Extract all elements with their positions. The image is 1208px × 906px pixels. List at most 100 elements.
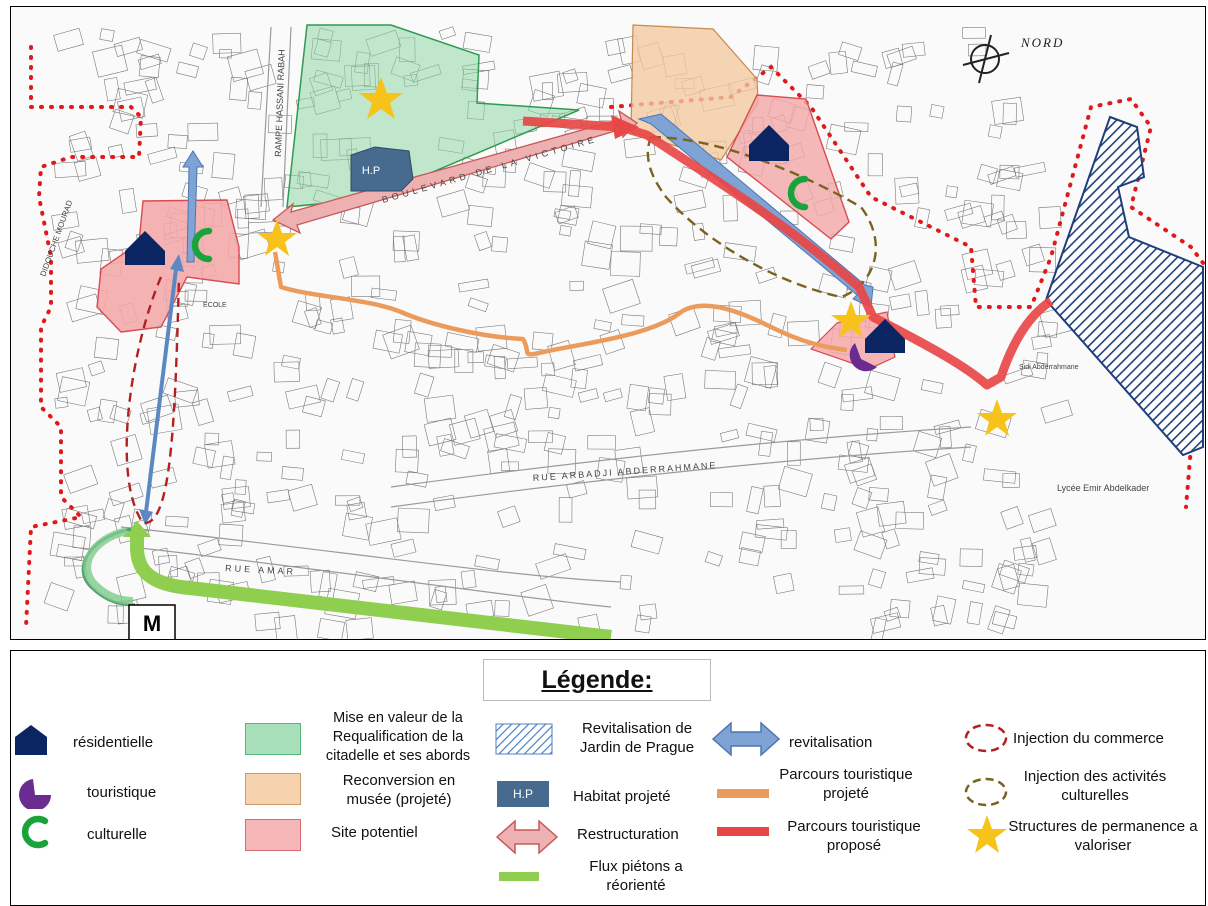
parcel-outline: [49, 531, 86, 561]
parcel-outline: [281, 466, 304, 481]
parcel-outline: [243, 193, 270, 215]
parcel-outline: [787, 441, 801, 466]
parcel-outline: [392, 230, 420, 252]
metro-station-box: [128, 604, 176, 639]
road-outlines: [120, 26, 972, 608]
parcel-outline: [700, 337, 721, 361]
parcel-outline: [940, 304, 960, 316]
parcel-outline: [1031, 537, 1057, 566]
parcel-outline: [362, 576, 395, 589]
parcel-outline: [423, 394, 457, 423]
parcel-outline: [113, 36, 143, 57]
parcel-outline: [201, 332, 215, 349]
parcel-outline: [841, 386, 874, 403]
parcel-outline: [493, 433, 528, 453]
parcel-outline: [837, 454, 870, 473]
parcel-outline: [711, 328, 738, 347]
parcel-outline: [528, 430, 553, 443]
parcel-outline: [51, 211, 80, 231]
parcel-outline: [187, 122, 219, 142]
parcel-outline: [570, 368, 588, 390]
parcel-outline: [68, 136, 93, 153]
parcel-outline: [543, 432, 566, 455]
parcel-outline: [256, 555, 276, 584]
museum-legend-swatch: [245, 773, 301, 805]
residential-house-icon: [865, 319, 905, 353]
parcel-outline: [610, 251, 641, 277]
parcel-outline: [777, 466, 813, 498]
parcel-outline: [559, 225, 572, 237]
parcel-outline: [427, 348, 460, 369]
parcel-outline: [73, 156, 102, 182]
parcel-outline: [1020, 537, 1036, 563]
parcel-outline: [176, 61, 199, 79]
jardin-legend-swatch: [495, 723, 553, 755]
permanence-structure-legend-icon: [967, 815, 1007, 853]
parcel-outline: [211, 152, 236, 180]
permanence-structure-star-icon: [359, 77, 403, 119]
parcel-outline: [804, 417, 831, 444]
parcel-outline: [867, 153, 883, 177]
parcel-outline: [57, 236, 85, 259]
parcel-outline: [961, 580, 986, 594]
parcel-outline: [283, 565, 309, 577]
parcel-outline: [883, 606, 901, 622]
parcel-outline: [607, 64, 634, 84]
parcel-outline: [291, 300, 322, 330]
parcel-outline: [189, 42, 208, 61]
parcel-outline: [341, 449, 366, 464]
culture-injection-outline: [646, 135, 878, 299]
parcel-outline: [1005, 220, 1027, 240]
parcel-outline: [663, 373, 687, 402]
parcel-outline: [987, 605, 1011, 635]
didouche-street-label: DIDOUCHE MOURAD: [38, 199, 74, 278]
parcel-outline: [838, 585, 865, 595]
parcel-outline: [899, 182, 920, 198]
parcel-outline: [895, 105, 913, 123]
parcel-outline: [346, 378, 365, 402]
commerce-legend-label: Injection du commerce: [1013, 730, 1164, 747]
parcel-outline: [287, 483, 318, 512]
parcel-outline: [763, 365, 778, 389]
parcel-outline: [901, 41, 926, 58]
parcel-outline: [256, 451, 273, 462]
museum-legend-label: Reconversion en musée (projeté): [342, 772, 456, 808]
parcel-outline: [729, 383, 749, 409]
parcel-outline: [497, 505, 521, 528]
parcel-outline: [997, 563, 1021, 591]
parcel-outline: [710, 492, 733, 508]
parcel-outline: [463, 408, 495, 439]
parcel-outline: [1040, 399, 1073, 424]
parcel-outline: [853, 530, 888, 560]
residential-house-icon: [125, 231, 165, 265]
parcel-outline: [192, 446, 216, 468]
parcel-outline: [848, 440, 870, 460]
parcel-outline: [619, 574, 632, 590]
parcel-outline: [1020, 359, 1049, 380]
parcel-outline: [851, 487, 873, 510]
revitalisation-legend-icon: [711, 721, 781, 757]
parcel-outline: [996, 168, 1024, 192]
urban-plan-map: H.P RAMPE HASSANI RABAH BOULEVARD DE LA …: [10, 6, 1206, 640]
cultural-legend-icon: [21, 815, 49, 849]
parcel-outline: [905, 567, 935, 584]
parcel-outline: [314, 319, 334, 335]
parcel-outline: [467, 297, 489, 313]
parcel-outline: [746, 486, 764, 515]
parcel-outline: [1028, 508, 1057, 533]
projected-tourist-path: [272, 251, 848, 357]
parcel-outline: [673, 189, 707, 214]
parcel-outline: [864, 265, 893, 293]
parcel-outline: [184, 557, 206, 580]
parcel-outline: [605, 37, 626, 56]
parcel-outline: [833, 527, 852, 543]
parcel-outline: [755, 266, 778, 284]
culture-legend-label: Injection des activités culturelles: [1023, 768, 1167, 804]
parcel-outline: [718, 344, 752, 359]
parcel-outline: [93, 336, 120, 360]
parcel-outline: [630, 529, 664, 555]
parcel-outline: [535, 553, 572, 580]
parcel-outline: [147, 146, 178, 165]
pedestrian-flux-curve-fill: [83, 527, 134, 605]
parcel-outline: [263, 177, 284, 201]
